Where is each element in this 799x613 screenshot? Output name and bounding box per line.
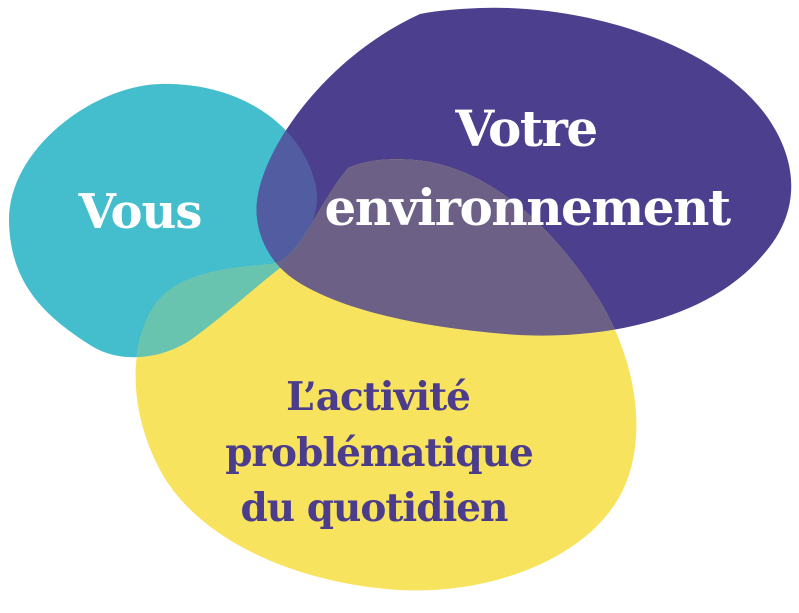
activite-label-line1: L’activité xyxy=(286,374,470,420)
vous-label: Vous xyxy=(78,184,202,240)
activite-label-line3: du quotidien xyxy=(241,485,509,531)
activite-label-line2: problématique xyxy=(225,430,533,476)
environnement-label-line1: Votre xyxy=(454,99,596,158)
environnement-label-line2: environnement xyxy=(324,178,730,237)
